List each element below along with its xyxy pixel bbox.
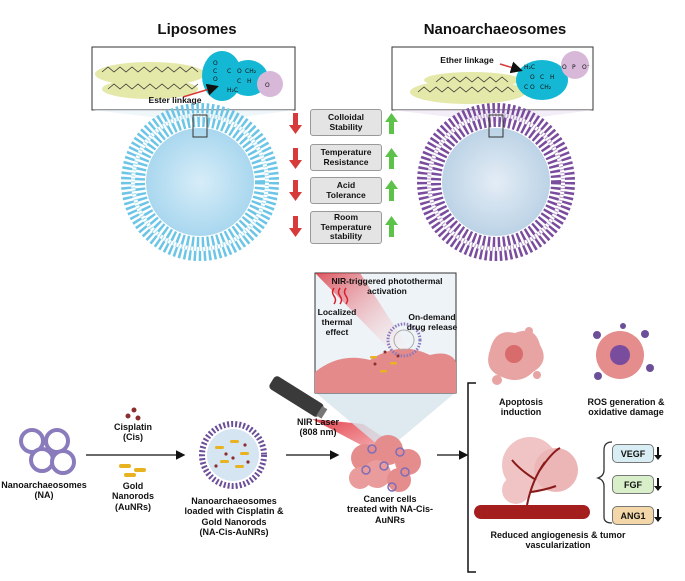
chem-atom: O — [237, 68, 242, 75]
chem-atom: O — [530, 74, 535, 81]
ros-label: ROS generation & oxidative damage — [587, 397, 665, 418]
gold-nanorods-label: Gold Nanorods (AuNRs) — [111, 481, 154, 512]
chem-atom: C — [213, 68, 218, 75]
cancer-cell-cluster — [349, 435, 421, 492]
factor-bracket — [595, 441, 613, 524]
chem-atom: C — [237, 78, 242, 85]
liposome-title: Liposomes — [157, 21, 237, 38]
nir-title: NIR-triggered photothermal activation — [331, 276, 443, 296]
factor-down-arrows — [654, 447, 662, 522]
chem-atom: H — [247, 78, 252, 85]
factor-vegf: VEGF — [612, 444, 654, 463]
chem-atom: O — [562, 64, 567, 71]
chem-atom: H — [550, 74, 555, 81]
inset-projection — [315, 392, 456, 445]
angiogenesis-icon — [474, 437, 590, 519]
outcomes-bracket — [467, 382, 476, 573]
property-temperature-resistance: Temperature Resistance — [310, 144, 382, 171]
ether-lipid-structure — [410, 51, 589, 104]
chem-atom: C — [540, 74, 545, 81]
chem-atom: P — [572, 64, 576, 71]
chem-atom: C — [524, 84, 529, 91]
apoptosis-icon — [488, 327, 544, 385]
liposome-vesicle — [121, 103, 279, 261]
cancer-cells-label: Cancer cells treated with NA-Cis- AuNRs — [346, 494, 433, 525]
chem-atom: CH₂ — [245, 68, 257, 75]
on-demand-label: On-demand drug release — [406, 312, 458, 332]
property-acid-tolerance: Acid Tolerance — [310, 177, 382, 204]
nir-laser-device — [269, 376, 328, 419]
nanoarchaeosome-title: Nanoarchaeosomes — [423, 21, 567, 38]
chem-atom: H₂C — [227, 87, 239, 94]
na-vesicle-cluster — [19, 428, 76, 475]
ether-linkage-label: Ether linkage — [440, 55, 494, 65]
gold-nanorods-icon — [119, 464, 146, 477]
ester-pointer — [182, 83, 219, 98]
factor-ang1: ANG1 — [612, 506, 654, 525]
nanoarchaeosome-vesicle — [417, 103, 575, 261]
nanoarchaeosome-zoom — [392, 110, 593, 122]
chem-atom: CH₂ — [540, 84, 552, 91]
heat-icon — [331, 287, 349, 305]
cisplatin-icon — [125, 407, 141, 421]
loaded-nanoarchaeosome — [199, 421, 267, 489]
na-label: Nanoarchaeosomes (NA) — [1, 480, 87, 501]
property-room-temperature-stability: Room Temperature stability — [310, 211, 382, 244]
chem-atom: O — [530, 84, 535, 91]
chem-atom: O — [213, 60, 218, 67]
increase-arrows — [385, 113, 398, 237]
chem-atom: C — [227, 68, 232, 75]
localized-thermal-label: Localized thermal effect — [317, 307, 357, 337]
inset-drug-release — [370, 322, 422, 373]
chem-atom: O — [213, 76, 218, 83]
ether-pointer — [499, 61, 523, 74]
property-colloidal-stability: Colloidal Stability — [310, 109, 382, 136]
laser-label: NIR Laser (808 nm) — [296, 417, 340, 438]
chem-atom: H₂C — [524, 64, 536, 71]
angiogenesis-label: Reduced angiogenesis & tumor vasculariza… — [490, 530, 626, 551]
chem-atom: O — [265, 82, 270, 89]
chem-atom: O⁻ — [582, 64, 590, 71]
factor-fgf: FGF — [612, 475, 654, 494]
ester-chem-formula: O C O C O CH₂ C H H₂C O — [210, 58, 280, 104]
cisplatin-label: Cisplatin (Cis) — [113, 422, 152, 443]
decrease-arrows — [289, 113, 302, 237]
loaded-label: Nanoarchaeosomes loaded with Cisplatin &… — [184, 496, 284, 538]
ether-chem-formula: H₂C C O C H O CH₂ O P O⁻ — [520, 54, 595, 100]
apoptosis-label: Apoptosis induction — [499, 397, 543, 418]
ros-cell-icon — [593, 323, 654, 380]
ester-linkage-label: Ester linkage — [148, 95, 202, 105]
ester-lipid-structure — [95, 51, 283, 101]
